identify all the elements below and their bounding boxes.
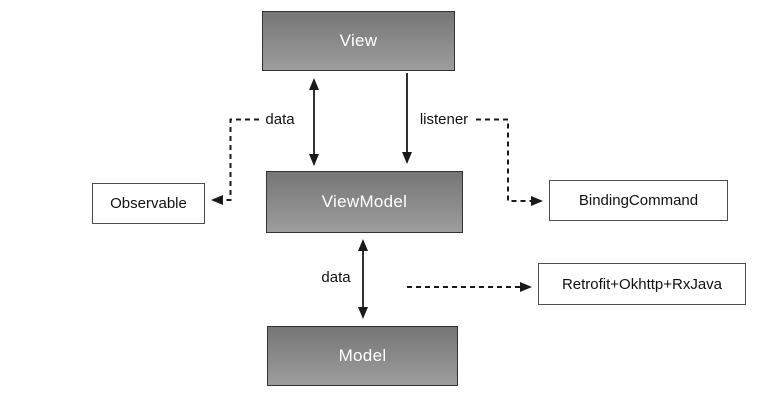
- edge-label-data-bottom: data: [321, 269, 351, 286]
- node-viewmodel: ViewModel: [266, 171, 463, 233]
- node-model: Model: [267, 326, 458, 386]
- node-bindingcommand-label: BindingCommand: [578, 192, 699, 209]
- edge-label-data-top: data: [265, 111, 295, 128]
- node-viewmodel-label: ViewModel: [321, 192, 408, 211]
- edge-label-listener: listener: [419, 111, 469, 128]
- node-retrofit: Retrofit+Okhttp+RxJava: [538, 263, 746, 305]
- node-model-label: Model: [338, 346, 387, 365]
- edge-data-to-observable-dashed-arrow: [211, 118, 259, 205]
- node-bindingcommand: BindingCommand: [549, 180, 728, 221]
- node-view-label: View: [339, 31, 378, 50]
- node-retrofit-label: Retrofit+Okhttp+RxJava: [561, 275, 723, 293]
- node-observable-label: Observable: [110, 195, 187, 212]
- node-observable: Observable: [92, 183, 205, 224]
- edge-listener-to-bindingcommand-dashed-arrow: [476, 118, 543, 206]
- node-view: View: [262, 11, 455, 71]
